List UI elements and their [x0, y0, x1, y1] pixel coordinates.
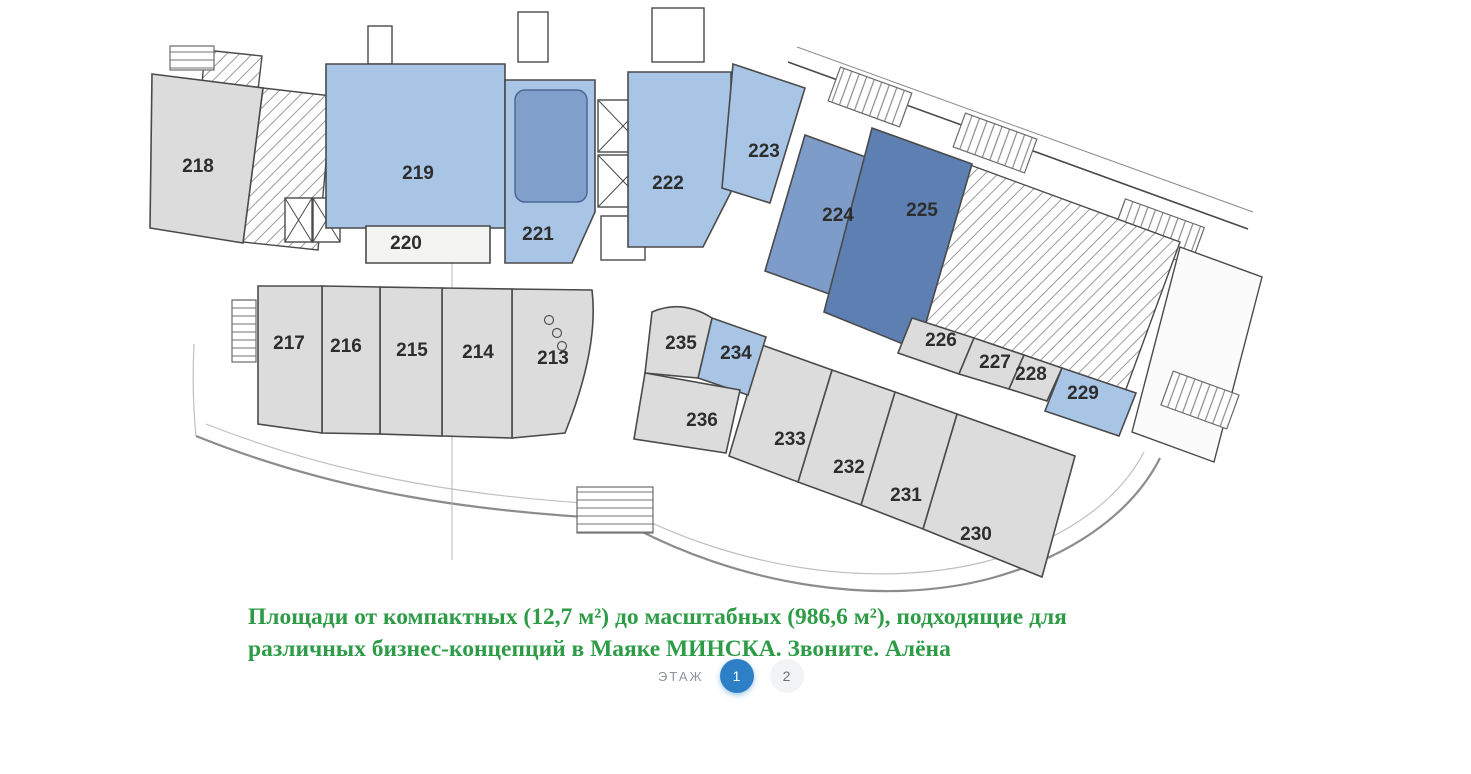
roof-structure	[517, 11, 549, 63]
caption: Площади от компактных (12,7 м²) до масшт…	[248, 601, 1067, 665]
unit-219[interactable]	[325, 63, 506, 229]
promenade-outer-left	[195, 434, 619, 521]
roof-structure	[367, 25, 393, 65]
right-wing-rooms	[1131, 246, 1263, 463]
units	[149, 62, 1138, 579]
unit-236[interactable]	[633, 372, 741, 454]
stairs-icon	[952, 112, 1038, 174]
unit-215[interactable]	[379, 286, 443, 437]
unit-220[interactable]	[365, 225, 491, 264]
unit-223[interactable]	[721, 62, 806, 205]
unit-217[interactable]	[257, 285, 323, 434]
caption-line2: различных бизнес-концепций в Маяке МИНСК…	[248, 636, 951, 662]
unit-216[interactable]	[321, 285, 381, 435]
unit-228[interactable]	[1007, 354, 1064, 402]
pool-shape	[514, 89, 588, 203]
floor-selector-label: ЭТАЖ	[658, 668, 704, 684]
promenade-inner-left	[205, 423, 617, 506]
columns	[543, 314, 568, 352]
wing-top-edge-outer	[796, 46, 1254, 213]
floor-button-1[interactable]: 1	[719, 659, 754, 693]
unit-213[interactable]	[511, 288, 594, 439]
stairs-icon	[827, 66, 913, 128]
stairs-icon	[231, 299, 257, 363]
unit-235[interactable]	[644, 305, 713, 379]
promenade-left-edge	[192, 343, 197, 437]
unit-218[interactable]	[149, 73, 264, 244]
stairs-icon	[576, 486, 654, 534]
promenade-outer-right	[617, 457, 1161, 593]
promenade-inner-right	[615, 451, 1145, 575]
floor-button-2[interactable]: 2	[769, 659, 804, 693]
unit-229[interactable]	[1043, 366, 1138, 438]
stairs-icon	[169, 45, 215, 71]
caption-line1: Площади от компактных (12,7 м²) до масшт…	[248, 604, 1067, 630]
stairs-icon	[1160, 370, 1240, 430]
unit-233[interactable]	[728, 343, 833, 484]
floor-plan: 213 214 215 216 217 218 219 220 221 222 …	[149, 7, 1263, 593]
unit-222[interactable]	[627, 71, 732, 248]
unit-214[interactable]	[441, 287, 513, 439]
roof-structure	[651, 7, 705, 63]
floor-selector: ЭТАЖ 1 2	[658, 659, 804, 693]
